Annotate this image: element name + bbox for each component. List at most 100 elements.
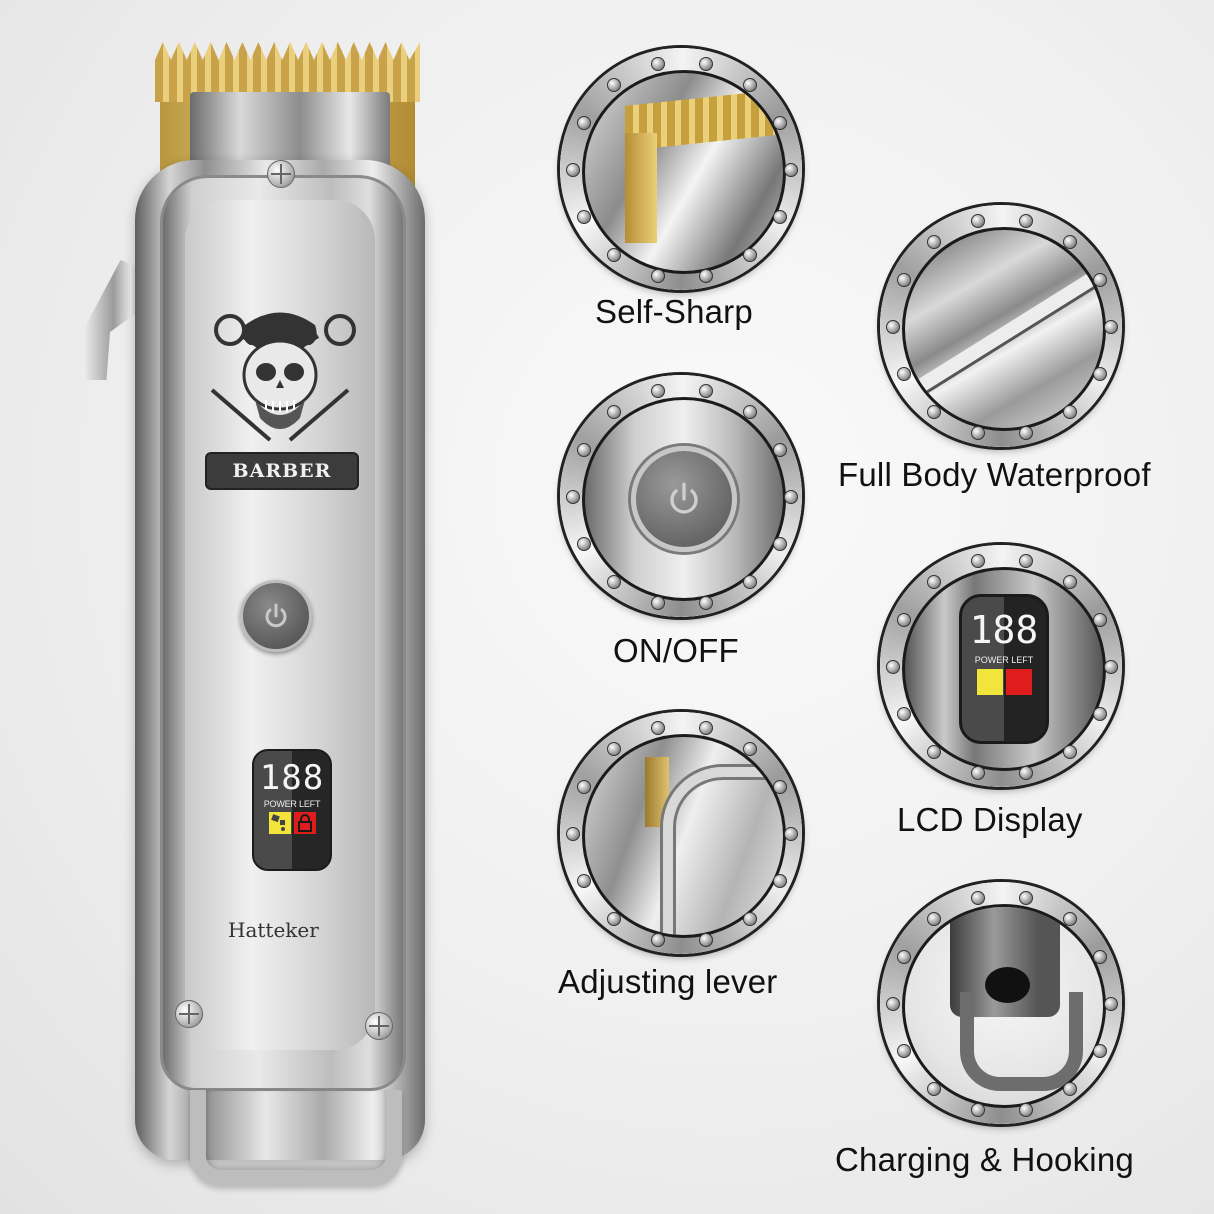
rivet-icon (970, 553, 985, 568)
rivet-icon (742, 404, 757, 419)
feature-porthole-adjusting-lever (560, 712, 802, 954)
rivet-icon (1019, 426, 1034, 441)
rivet-icon (607, 741, 622, 756)
rivet-icon (650, 383, 665, 398)
rivet-icon (1104, 660, 1118, 674)
rivet-icon (742, 77, 757, 92)
power-icon (265, 603, 287, 628)
lcd-digits: 188 (259, 758, 325, 798)
feature-porthole-self-sharp (560, 48, 802, 290)
rivet-icon (970, 1103, 985, 1118)
rivet-icon (784, 163, 798, 177)
caption-adjusting-lever: Adjusting lever (558, 963, 778, 1000)
rivet-icon (566, 827, 580, 841)
rivet-icon (773, 210, 788, 225)
screw-icon (365, 1012, 393, 1040)
lock-icon (293, 812, 316, 834)
rivet-icon (650, 56, 665, 71)
power-button[interactable] (240, 580, 312, 652)
rivet-icon (607, 248, 622, 263)
rivet-icon (773, 442, 788, 457)
brand-logo: Hatteker (228, 918, 319, 942)
rivet-icon (1104, 997, 1118, 1011)
rivet-icon (784, 827, 798, 841)
rivet-icon (607, 77, 622, 92)
rivet-icon (1062, 234, 1077, 249)
lcd-display: 188 POWER LEFT (252, 749, 332, 871)
rivet-icon (773, 115, 788, 130)
rivet-icon (927, 745, 942, 760)
rivet-icon (650, 269, 665, 284)
rivet-icon (927, 405, 942, 420)
rivet-icon (1062, 574, 1077, 589)
feature-porthole-lcd: 188 POWER LEFT (880, 545, 1122, 787)
rivet-icon (742, 575, 757, 590)
rivet-icon (1019, 890, 1034, 905)
rivet-icon (927, 1082, 942, 1097)
rivet-icon (896, 707, 911, 722)
lock-icon (1005, 669, 1032, 695)
rivet-icon (742, 912, 757, 927)
rivet-icon (650, 720, 665, 735)
caption-lcd-display: LCD Display (897, 801, 1083, 838)
screw-icon (175, 1000, 203, 1028)
rivet-icon (576, 537, 591, 552)
rivet-icon (699, 596, 714, 611)
rivet-icon (970, 890, 985, 905)
rivet-icon (1104, 320, 1118, 334)
oil-drop-icon (268, 812, 291, 834)
rivet-icon (699, 720, 714, 735)
lcd-label: POWER LEFT (974, 655, 1034, 665)
caption-waterproof: Full Body Waterproof (838, 456, 1151, 493)
feature-porthole-waterproof (880, 205, 1122, 447)
rivet-icon (1093, 272, 1108, 287)
feature-porthole-on-off (560, 375, 802, 617)
rivet-icon (886, 320, 900, 334)
skull-scissors-razor-icon (210, 312, 356, 442)
oil-drop-icon (976, 669, 1003, 695)
rivet-icon (1019, 213, 1034, 228)
rivet-icon (896, 367, 911, 382)
rivet-icon (607, 912, 622, 927)
rivet-icon (576, 779, 591, 794)
rivet-icon (773, 779, 788, 794)
rivet-icon (607, 404, 622, 419)
rivet-icon (576, 210, 591, 225)
rivet-icon (699, 383, 714, 398)
rivet-icon (1019, 553, 1034, 568)
rivet-icon (896, 612, 911, 627)
caption-on-off: ON/OFF (613, 632, 739, 669)
rivet-icon (1062, 911, 1077, 926)
screw-icon (267, 160, 295, 188)
rivet-icon (1093, 1044, 1108, 1059)
rivet-icon (773, 537, 788, 552)
rivet-icon (699, 56, 714, 71)
feature-porthole-charging-hooking (880, 882, 1122, 1124)
rivet-icon (886, 660, 900, 674)
rivet-icon (699, 933, 714, 948)
rivet-icon (896, 949, 911, 964)
rivet-icon (1019, 1103, 1034, 1118)
rivet-icon (650, 933, 665, 948)
barber-logo-plate: BARBER (205, 452, 359, 490)
rivet-icon (576, 874, 591, 889)
power-icon (670, 482, 698, 514)
rivet-icon (927, 911, 942, 926)
rivet-icon (886, 997, 900, 1011)
rivet-icon (699, 269, 714, 284)
rivet-icon (1093, 367, 1108, 382)
rivet-icon (1093, 949, 1108, 964)
rivet-icon (784, 490, 798, 504)
rivet-icon (576, 115, 591, 130)
rivet-icon (1019, 766, 1034, 781)
lcd-digits: 188 (969, 608, 1039, 652)
rivet-icon (1062, 405, 1077, 420)
rivet-icon (1093, 612, 1108, 627)
caption-charging-hooking: Charging & Hooking (835, 1141, 1134, 1178)
rivet-icon (566, 163, 580, 177)
rivet-icon (896, 1044, 911, 1059)
rivet-icon (1062, 745, 1077, 760)
rivet-icon (970, 766, 985, 781)
rivet-icon (970, 213, 985, 228)
rivet-icon (970, 426, 985, 441)
